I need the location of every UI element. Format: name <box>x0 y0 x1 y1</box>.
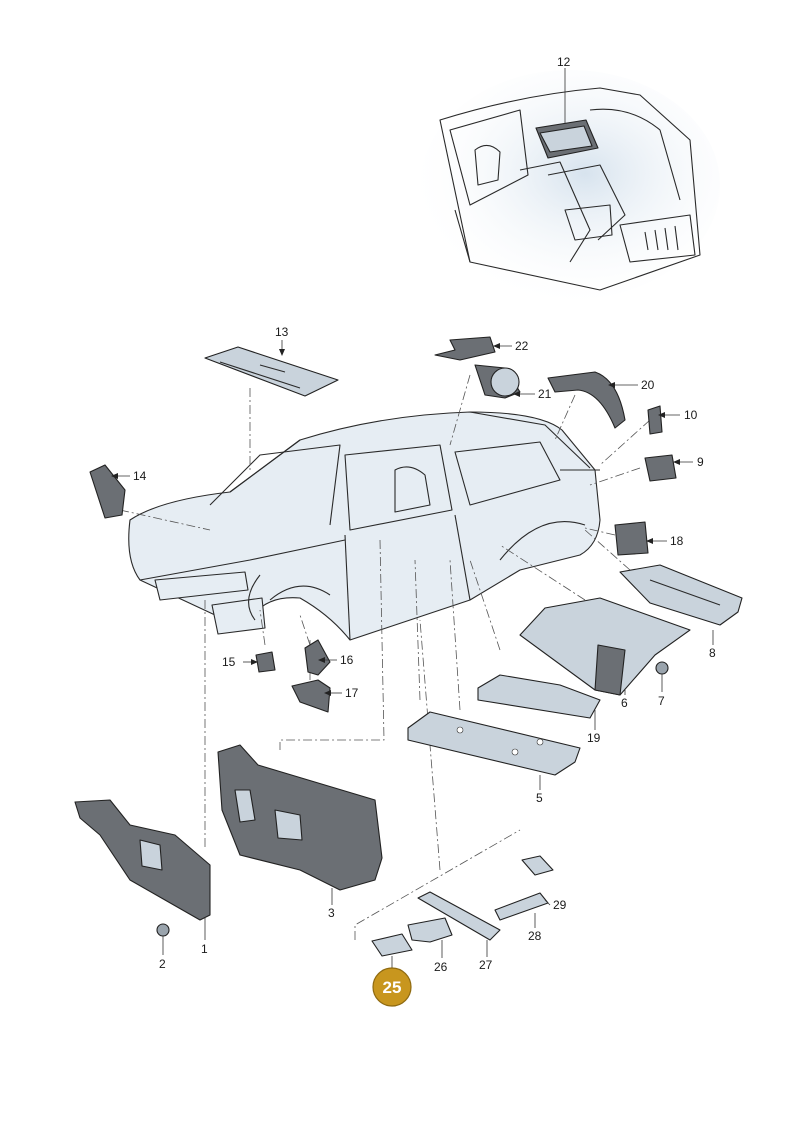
callout-10: 10 <box>684 408 698 422</box>
part-9 <box>644 454 677 482</box>
callout-8: 8 <box>709 646 716 660</box>
callout-13: 13 <box>275 325 289 339</box>
callout-12: 12 <box>557 55 571 69</box>
highlight-badge[interactable]: 25 <box>372 967 412 1007</box>
part-29 <box>521 855 554 876</box>
callout-6: 6 <box>621 696 628 710</box>
part-10 <box>647 405 663 435</box>
callout-15: 15 <box>222 655 236 669</box>
part-17 <box>291 679 331 713</box>
callout-28: 28 <box>528 929 542 943</box>
part-15 <box>255 651 276 673</box>
callout-5: 5 <box>536 791 543 805</box>
part-5 <box>407 711 581 776</box>
callout-3: 3 <box>328 906 335 920</box>
part-20 <box>547 371 626 429</box>
part-22 <box>434 336 496 361</box>
parts <box>74 336 743 970</box>
car-body <box>128 411 601 641</box>
leaders <box>111 340 714 958</box>
callout-9: 9 <box>697 455 704 469</box>
interior-inset <box>420 68 720 300</box>
callout-26: 26 <box>434 960 448 974</box>
part-18 <box>614 521 649 556</box>
part-7 <box>655 661 669 675</box>
part-26 <box>407 917 453 943</box>
callout-16: 16 <box>340 653 354 667</box>
part-27 <box>417 891 501 941</box>
badge-label[interactable]: 25 <box>383 978 402 997</box>
callout-29: 29 <box>553 898 567 912</box>
callout-7: 7 <box>658 694 665 708</box>
assembly-lines <box>119 374 651 940</box>
callout-labels: 1 2 3 5 6 7 8 9 10 12 13 14 15 16 17 18 … <box>133 55 716 974</box>
callout-19: 19 <box>587 731 601 745</box>
callout-20: 20 <box>641 378 655 392</box>
callout-22: 22 <box>515 339 529 353</box>
part-13 <box>204 346 339 397</box>
part-2 <box>156 923 170 937</box>
callout-17: 17 <box>345 686 359 700</box>
callout-21: 21 <box>538 387 552 401</box>
callout-1: 1 <box>201 942 208 956</box>
part-25 <box>371 933 413 957</box>
part-28 <box>494 892 549 921</box>
callout-18: 18 <box>670 534 684 548</box>
part-19 <box>477 674 601 719</box>
part-14 <box>89 464 126 519</box>
callout-2: 2 <box>159 957 166 971</box>
callout-14: 14 <box>133 469 147 483</box>
callout-27: 27 <box>479 958 493 972</box>
part-16 <box>304 639 331 676</box>
badge-circle[interactable] <box>372 967 412 1007</box>
